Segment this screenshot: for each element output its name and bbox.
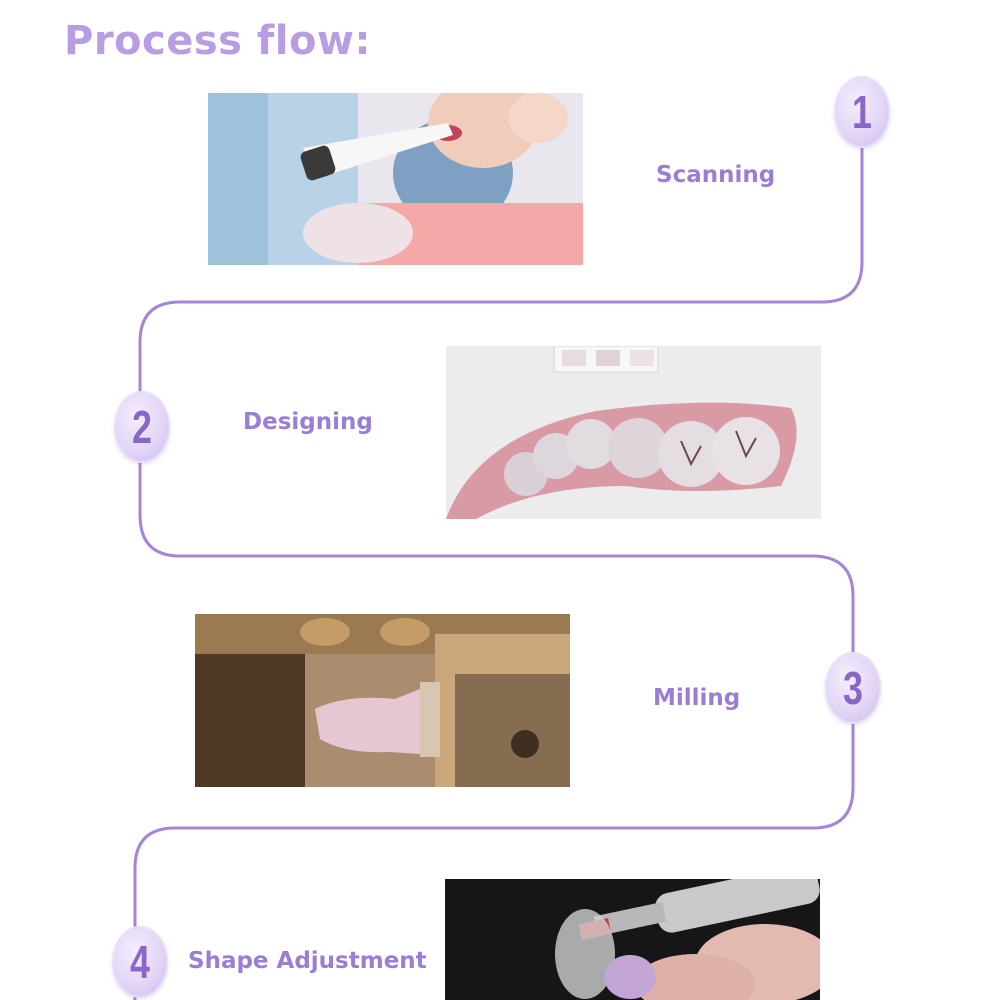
digital-dental-model-photo: [446, 346, 821, 519]
step-1-badge: 1: [835, 78, 889, 146]
intraoral-scan-photo: [208, 93, 583, 265]
step-3-label: Milling: [653, 685, 741, 711]
step-1-label: Scanning: [656, 162, 776, 188]
page-title: Process flow:: [64, 18, 371, 64]
step-4-label: Shape Adjustment: [188, 948, 427, 974]
milling-machine-photo: [195, 614, 570, 787]
step-2-label: Designing: [243, 409, 373, 435]
crown-polishing-photo: [445, 879, 820, 1000]
step-3-badge: 3: [826, 654, 880, 722]
step-4-badge: 4: [113, 928, 167, 996]
step-2-badge: 2: [115, 393, 169, 461]
